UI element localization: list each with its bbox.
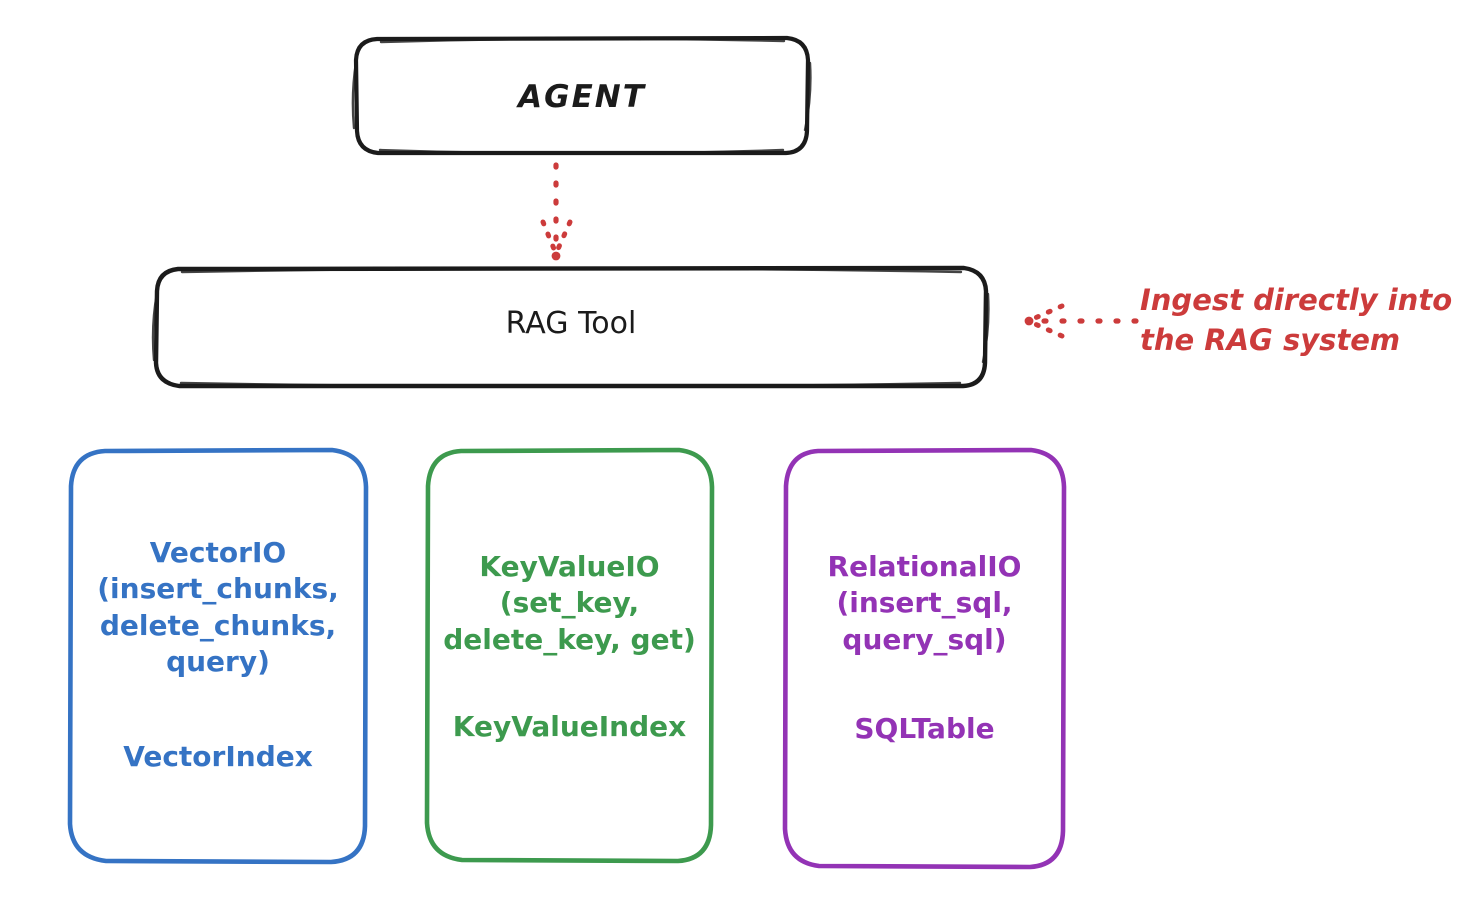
ingest-arrow-icon — [1024, 303, 1139, 339]
relational-io-node[interactable] — [782, 447, 1067, 870]
agent-to-ragtool-arrow-icon — [540, 162, 573, 261]
rag-tool-node[interactable] — [151, 265, 990, 389]
key-value-io-node[interactable] — [424, 447, 715, 864]
agent-node[interactable] — [351, 35, 812, 156]
vector-io-node[interactable] — [67, 447, 369, 865]
